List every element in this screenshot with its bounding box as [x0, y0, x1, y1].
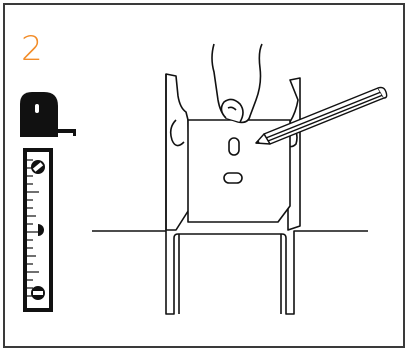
mounting-base	[92, 230, 368, 315]
step-number: 2	[21, 29, 43, 69]
ruler-icon	[23, 148, 53, 312]
pencil-illustration	[255, 86, 388, 145]
hand-illustration	[211, 43, 263, 124]
bracket-illustration	[165, 73, 301, 231]
tape-measure-icon	[20, 92, 76, 137]
